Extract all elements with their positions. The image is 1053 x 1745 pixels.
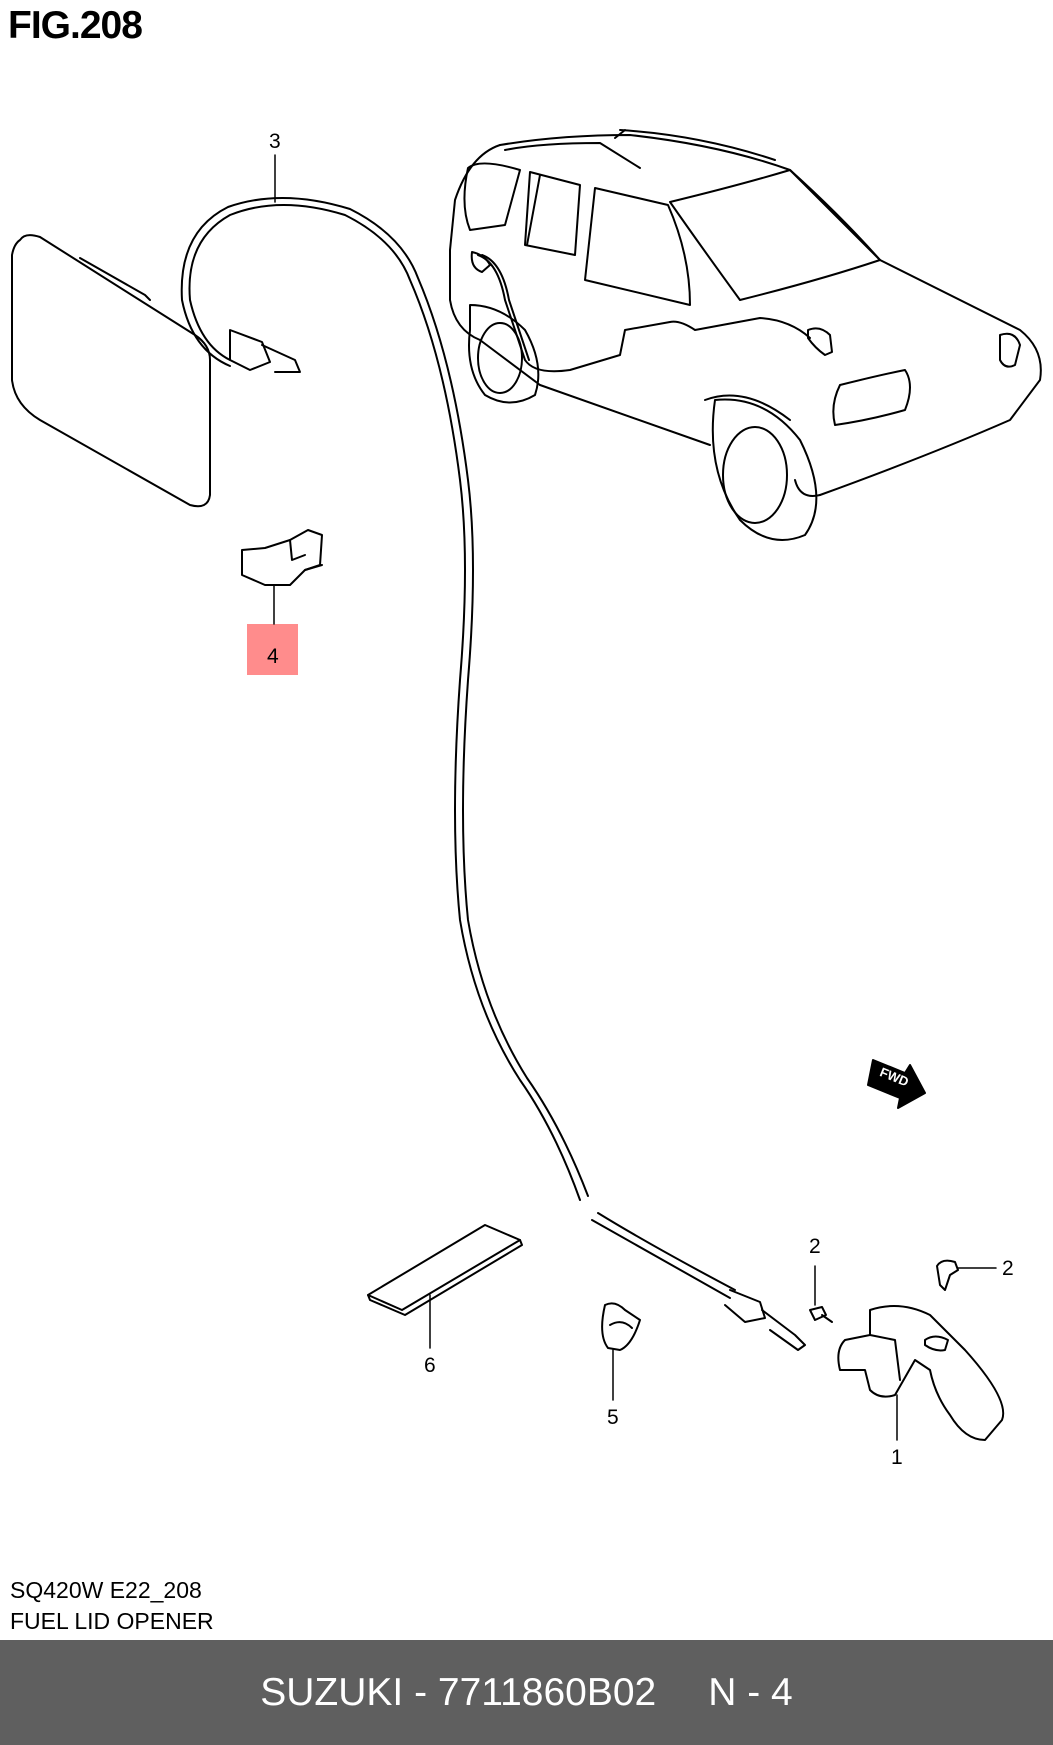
callout-3: 3 (269, 130, 281, 153)
cable-clip (601, 1302, 641, 1351)
vehicle-illustration (449, 129, 1042, 541)
footer-part-number: SUZUKI - 7711860B02 (260, 1670, 657, 1714)
fuel-lid-panel (11, 234, 211, 508)
callout-4-highlight (247, 624, 298, 675)
callout-1: 1 (891, 1446, 903, 1469)
footer-bar: SUZUKI - 7711860B02 N - 4 (0, 1640, 1053, 1745)
callout-5: 5 (607, 1406, 619, 1429)
forward-arrow-icon: FWD (867, 1059, 926, 1109)
opener-cable (180, 197, 806, 1351)
leader-lines (273, 154, 997, 1441)
callout-2-right: 2 (1002, 1257, 1014, 1280)
screw-right (936, 1259, 959, 1291)
figure-title: FIG.208 (8, 4, 143, 47)
footer-reference: N - 4 (708, 1670, 793, 1714)
adhesive-pad (367, 1224, 523, 1316)
cable-clamp (241, 529, 323, 586)
callout-4: 4 (267, 645, 279, 668)
callout-6: 6 (424, 1354, 436, 1377)
diagram-code: SQ420W E22_208 (10, 1577, 202, 1603)
callout-2-left: 2 (809, 1235, 821, 1258)
screw-left (809, 1306, 833, 1323)
diagram-caption: FUEL LID OPENER (10, 1608, 214, 1634)
parts-diagram: FWD 3 4 2 2 6 5 1 (11, 129, 1042, 1469)
opener-lever (837, 1305, 1005, 1441)
